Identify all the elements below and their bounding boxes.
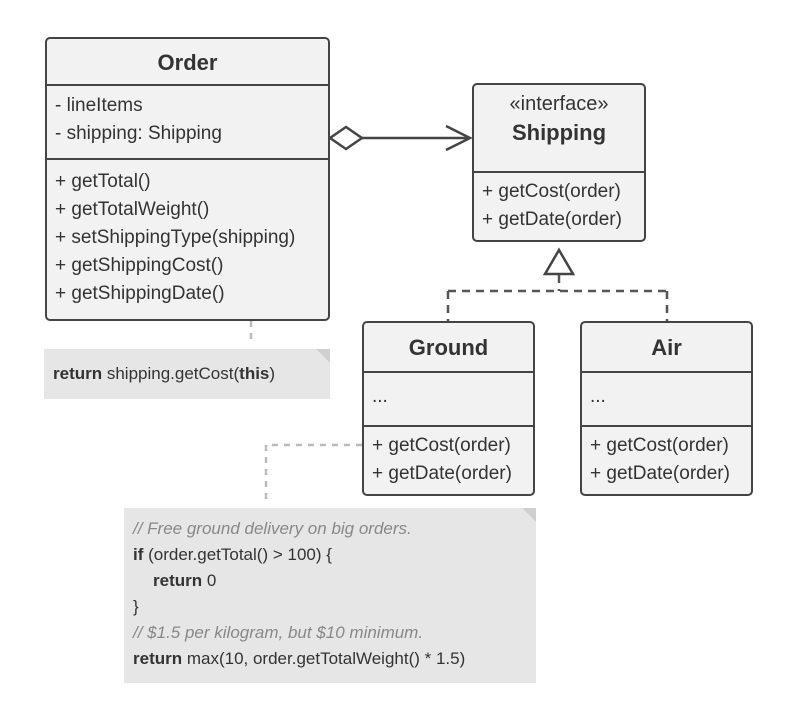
order-methods: + getTotal() + getTotalWeight() + setShi… [47, 158, 328, 318]
realization-triangle [542, 247, 576, 276]
order-field: - shipping: Shipping [55, 123, 222, 144]
ground-method: + getCost(order) [372, 435, 511, 456]
air-method: + getCost(order) [590, 435, 729, 456]
keyword-return: return [53, 364, 103, 383]
keyword-return: return [153, 571, 203, 590]
aggregation-diamond [327, 125, 365, 151]
note-order-shipping-cost: return shipping.getCost(this) [44, 349, 330, 399]
note-code-line: } [133, 597, 139, 616]
order-method: + setShippingType(shipping) [55, 227, 296, 248]
order-method: + getTotal() [55, 171, 151, 192]
note-order-code-line: return shipping.getCost(this) [53, 361, 330, 387]
shipping-stereotype: «interface» [509, 93, 609, 115]
code-text: ) [269, 364, 276, 383]
note-code-line: return 0 [133, 568, 536, 594]
note-comment-line: // $1.5 per kilogram, but $10 minimum. [133, 623, 424, 642]
code-text: shipping.getCost( [102, 364, 240, 383]
code-text: 0 [202, 571, 217, 590]
order-class: Order - lineItems - shipping: Shipping +… [45, 37, 330, 321]
shipping-method: + getCost(order) [482, 181, 621, 202]
air-class: Air ... + getCost(order) + getDate(order… [580, 321, 753, 496]
air-method: + getDate(order) [590, 463, 730, 484]
keyword-return: return [133, 649, 183, 668]
ground-method: + getDate(order) [372, 463, 512, 484]
code-text: max(10, order.getTotalWeight() * 1.5) [182, 649, 466, 668]
ground-methods: + getCost(order) + getDate(order) [364, 425, 533, 495]
note-ground-get-cost: // Free ground delivery on big orders. i… [124, 508, 536, 683]
shipping-method: + getDate(order) [482, 209, 622, 230]
air-methods: + getCost(order) + getDate(order) [582, 425, 751, 495]
note-link-ground [264, 443, 362, 504]
association-arrowhead [445, 124, 473, 152]
ground-fields: ... [364, 371, 533, 427]
ground-class-title: Ground [408, 335, 489, 360]
order-method: + getTotalWeight() [55, 199, 210, 220]
note-code-line: return max(10, order.getTotalWeight() * … [133, 646, 536, 672]
air-fields: ... [582, 371, 751, 427]
order-method: + getShippingDate() [55, 283, 225, 304]
air-class-title: Air [651, 335, 682, 360]
note-code-line: if (order.getTotal() > 100) { [133, 542, 536, 568]
order-fields: - lineItems - shipping: Shipping [47, 84, 328, 160]
keyword-this: this [239, 364, 270, 383]
shipping-interface-title: Shipping [511, 120, 607, 145]
code-text: (order.getTotal() > 100) { [143, 545, 332, 564]
ground-field: ... [372, 386, 388, 407]
order-field: - lineItems [55, 95, 143, 116]
note-comment-line: // Free ground delivery on big orders. [133, 519, 412, 538]
order-class-title: Order [157, 50, 218, 75]
order-method: + getShippingCost() [55, 255, 224, 276]
shipping-interface: «interface» Shipping + getCost(order) + … [472, 83, 646, 242]
shipping-methods: + getCost(order) + getDate(order) [474, 171, 644, 241]
air-field: ... [590, 386, 606, 407]
ground-class: Ground ... + getCost(order) + getDate(or… [362, 321, 535, 496]
keyword-if: if [133, 545, 144, 564]
